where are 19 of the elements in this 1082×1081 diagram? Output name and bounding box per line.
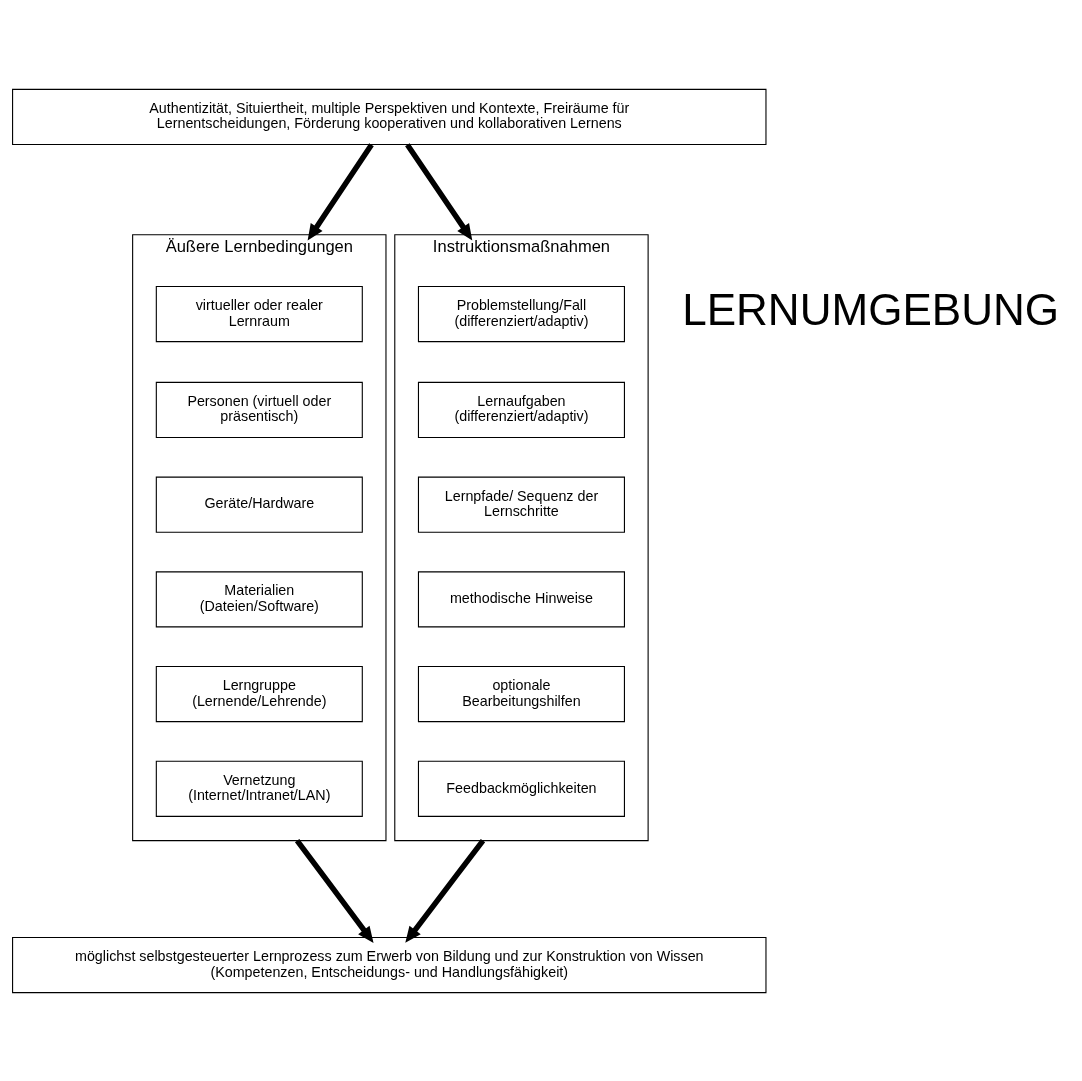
node-box: Feedbackmöglichkeiten — [417, 760, 625, 817]
arrow — [405, 838, 486, 943]
node-box: Lernpfade/ Sequenz der Lernschritte — [417, 476, 625, 533]
node-box: Personen (virtuell oder präsentisch) — [155, 381, 363, 438]
label: LERNUMGEBUNG — [682, 284, 1060, 334]
node-box: methodische Hinweise — [417, 570, 625, 627]
node-box: möglichst selbstgesteuerter Lernprozess zum Erwerb von Bildung und zur Konstruktion von Wissen (Kompetenzen, Entscheidungs- und Handlungsfähigkeit) — [12, 936, 767, 993]
node-box: Lerngruppe (Lernende/Lehrende) — [155, 665, 363, 722]
arrow — [307, 142, 374, 241]
arrow — [294, 838, 374, 943]
node-box: virtueller oder realer Lernraum — [155, 285, 363, 342]
node-box: optionale Bearbeitungshilfen — [417, 665, 625, 722]
node-box: Problemstellung/Fall (differenziert/adaptiv) — [417, 285, 625, 342]
node-box: Authentizität, Situiertheit, multiple Perspektiven und Kontexte, Freiräume für Lernentscheidungen, Förderung kooperativen und kollaborativen Lernens — [12, 88, 767, 145]
node-box: Geräte/Hardware — [155, 476, 363, 533]
arrow — [405, 142, 473, 240]
node-box: Materialien (Dateien/Software) — [155, 570, 363, 627]
node-box: Lernaufgaben (differenziert/adaptiv) — [417, 381, 625, 438]
node-box: Vernetzung (Internet/Intranet/LAN) — [155, 760, 363, 817]
